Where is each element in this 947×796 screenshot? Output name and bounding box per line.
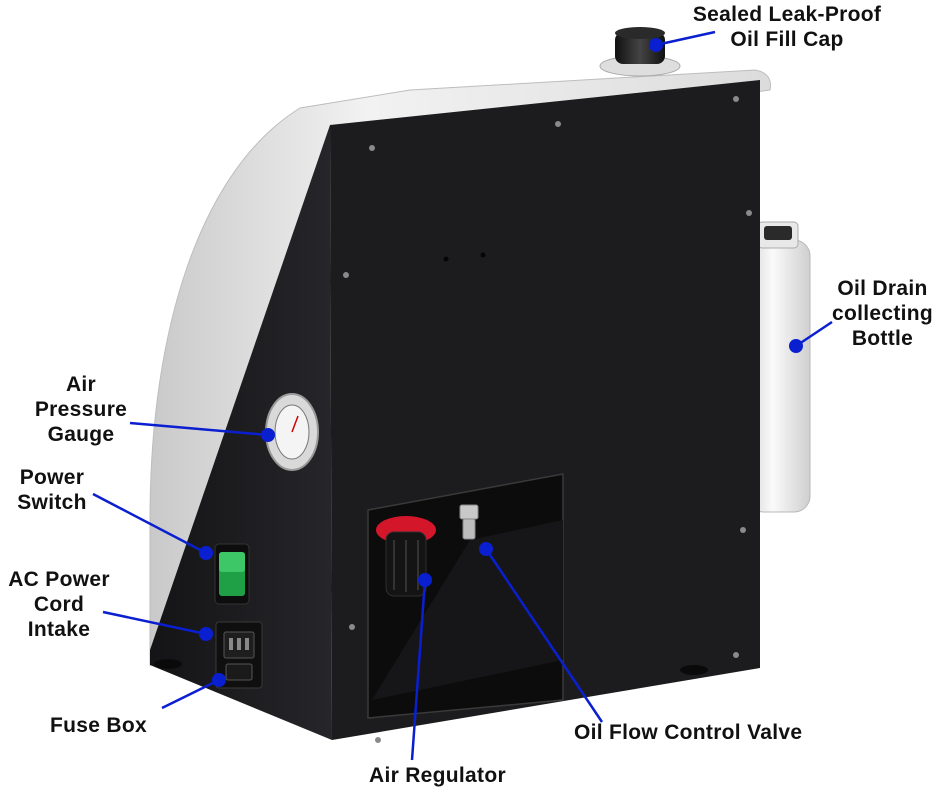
label-flow-valve: Oil Flow Control Valve [574, 720, 802, 745]
callout-lines [92, 30, 833, 761]
label-drain-bottle: Oil Drain collecting Bottle [820, 276, 945, 351]
oil-drain-bottle [747, 221, 811, 513]
oil-flow-valve [459, 504, 479, 540]
label-pressure-gauge-line1: Air [65, 373, 97, 396]
label-drain-bottle-line1: Oil Drain [837, 277, 928, 300]
label-ac-intake-line2: Cord [33, 593, 85, 616]
label-fill-cap: Sealed Leak-Proof Oil Fill Cap [672, 2, 902, 52]
power-switch [214, 543, 250, 605]
label-fill-cap-line1: Sealed Leak-Proof [692, 3, 882, 26]
label-air-regulator: Air Regulator [369, 763, 506, 788]
ac-power-intake [215, 621, 263, 689]
label-fuse-box-line1: Fuse Box [50, 714, 147, 737]
label-flow-valve-line1: Oil Flow Control Valve [574, 721, 803, 744]
label-drain-bottle-line3: Bottle [851, 327, 914, 350]
callout-dots [199, 38, 803, 687]
air-regulator-knob [376, 516, 436, 597]
oil-fill-cap [599, 27, 681, 77]
label-drain-bottle-line2: collecting [831, 302, 934, 325]
foot-left [154, 659, 182, 669]
label-ac-intake: AC Power Cord Intake [0, 567, 118, 642]
air-pressure-gauge [265, 393, 319, 471]
label-pressure-gauge-line2: Pressure [34, 398, 128, 421]
foot-right [680, 665, 708, 675]
label-pressure-gauge: Air Pressure Gauge [26, 372, 136, 447]
label-power-switch-line2: Switch [17, 491, 87, 514]
label-fill-cap-line2: Oil Fill Cap [730, 28, 844, 51]
label-pressure-gauge-line3: Gauge [47, 423, 115, 446]
label-power-switch-line1: Power [19, 466, 85, 489]
label-power-switch: Power Switch [2, 465, 102, 515]
label-ac-intake-line1: AC Power [8, 568, 110, 591]
label-fuse-box: Fuse Box [50, 713, 147, 738]
label-air-regulator-line1: Air Regulator [369, 764, 506, 787]
label-ac-intake-line3: Intake [27, 618, 91, 641]
